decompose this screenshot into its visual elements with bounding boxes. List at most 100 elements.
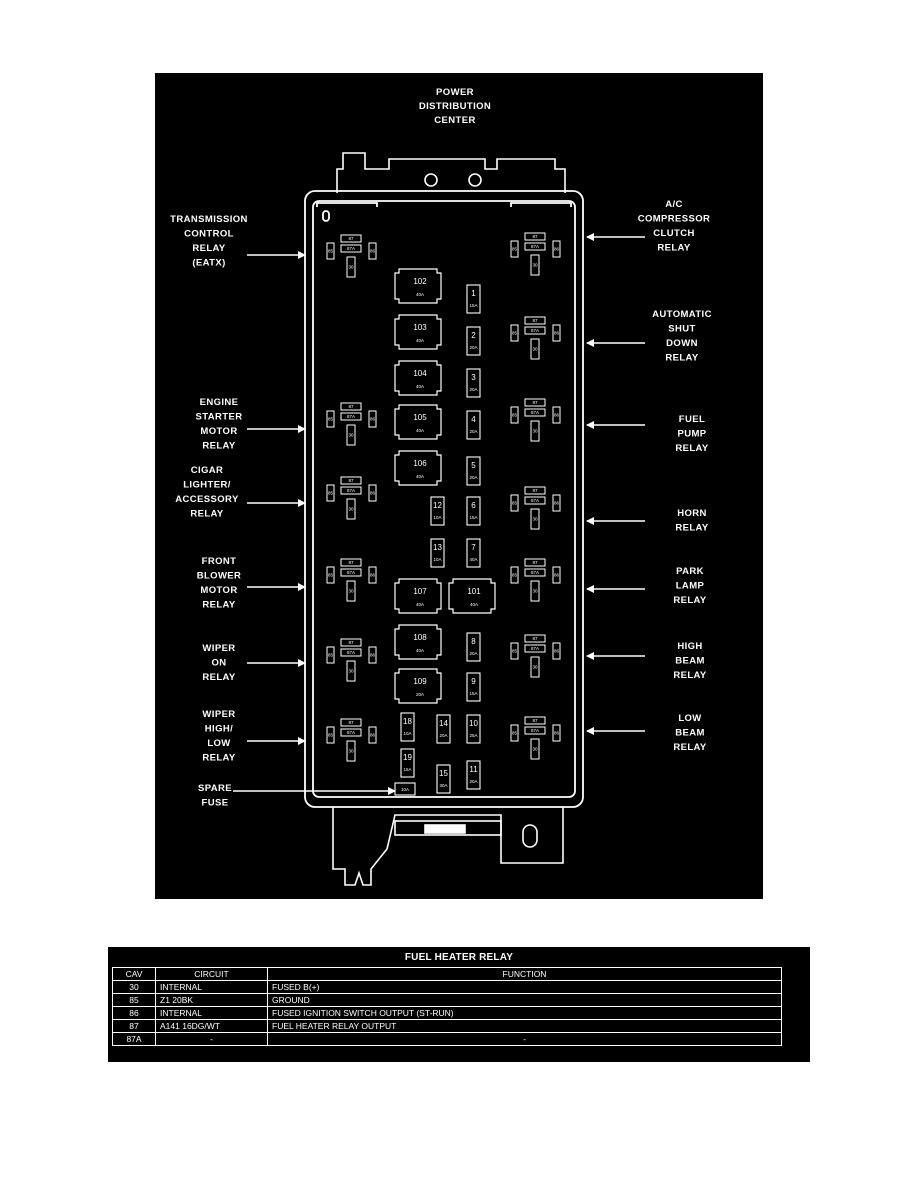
relay-pin-30-label: 30 <box>532 263 538 268</box>
label-line: COMPRESSOR <box>638 214 711 225</box>
cell-function: FUSED B(+) <box>267 980 782 994</box>
relay-pin-87-label: 87 <box>532 636 538 641</box>
relay-pin-87a-label: 87A <box>347 488 355 493</box>
diagram-title-line-3: CENTER <box>434 115 475 126</box>
label-line: LIGHTER/ <box>183 480 231 491</box>
relay-pin-85-label: 85 <box>512 573 518 578</box>
maxi-fuse-number: 101 <box>467 587 481 596</box>
label-line: (EATX) <box>192 258 225 269</box>
mini-fuse-body <box>466 632 481 662</box>
mini-fuse-rating: 15A <box>403 767 411 772</box>
label-line: RELAY <box>202 672 236 683</box>
relay-pin-30-terminal <box>346 498 356 520</box>
diagram-title-line-2: DISTRIBUTION <box>419 101 491 112</box>
cell-cav: 85 <box>112 993 156 1007</box>
mini-fuse-number: 12 <box>433 501 442 510</box>
spare-fuse: 10A <box>394 782 416 796</box>
header-function: FUNCTION <box>267 967 782 981</box>
label-line: HIGH <box>677 641 702 652</box>
label-line: ENGINE <box>200 397 239 408</box>
relay-pin-86-label: 86 <box>554 649 560 654</box>
relay-pin-87a-label: 87A <box>531 328 539 333</box>
callout-labels-layer: TRANSMISSIONCONTROLRELAY(EATX)ENGINESTAR… <box>170 199 711 809</box>
relay-pin-85-terminal <box>326 726 335 744</box>
relay-pin-87a-label: 87A <box>347 650 355 655</box>
relay-pin-86-terminal <box>368 484 377 502</box>
relay-pin-87-label: 87 <box>348 720 354 725</box>
maxi-fuse-body <box>394 450 442 486</box>
mini-fuse-body <box>466 760 481 790</box>
mini-fuse-body <box>466 326 481 356</box>
relay-pin-85-label: 85 <box>328 417 334 422</box>
maxi-fuse-number: 106 <box>413 459 427 468</box>
relay-pin-86-terminal <box>368 566 377 584</box>
label-line: STARTER <box>196 412 243 423</box>
relay-pin-87a-terminal <box>524 726 546 735</box>
relay-pin-85-terminal <box>326 410 335 428</box>
table-row: 87A - - <box>112 1032 782 1046</box>
relay-pin-87a-terminal <box>524 496 546 505</box>
relay-pin-85-terminal <box>326 566 335 584</box>
relay-pin-30-label: 30 <box>532 429 538 434</box>
label-line: PUMP <box>677 429 706 440</box>
relay-pin-86-label: 86 <box>370 417 376 422</box>
mini-fuse-rating: 30A <box>439 783 447 788</box>
relay-pin-30-terminal <box>346 740 356 762</box>
maxi-fuse-rating: 40A <box>416 292 424 297</box>
relay-pin-86-label: 86 <box>554 247 560 252</box>
spare-fuse-rating: 10A <box>401 787 409 792</box>
label-line: RELAY <box>202 600 236 611</box>
cell-cav: 30 <box>112 980 156 994</box>
relay-pin-85-label: 85 <box>512 413 518 418</box>
relay-pin-87a-terminal <box>524 644 546 653</box>
relay-pin-30-terminal <box>530 254 540 276</box>
mini-fuse-rating: 15A <box>469 515 477 520</box>
relay-pin-30-label: 30 <box>348 669 354 674</box>
label-line: SHUT <box>668 324 695 335</box>
label-line: CLUTCH <box>653 228 694 239</box>
label-line: BLOWER <box>197 571 242 582</box>
fuel-heater-relay-table: CAV CIRCUIT FUNCTION 30 INTERNAL FUSED B… <box>112 967 782 1046</box>
relay-pin-86-terminal <box>368 646 377 664</box>
relay-pin-87a-terminal <box>340 486 362 495</box>
mini-fuse-body <box>400 748 415 778</box>
maxi-fuse-number: 102 <box>413 277 427 286</box>
relay-pin-87-terminal <box>524 232 546 241</box>
label-line: ACCESSORY <box>175 494 239 505</box>
relay-pin-30-label: 30 <box>532 589 538 594</box>
mini-fuse-body <box>466 672 481 702</box>
relay-pin-87-label: 87 <box>532 318 538 323</box>
relay-pin-87-label: 87 <box>532 488 538 493</box>
label-line: RELAY <box>675 523 709 534</box>
relay-pin-86-label: 86 <box>370 249 376 254</box>
mini-fuse-body <box>400 712 415 742</box>
relay-pin-30-terminal <box>346 660 356 682</box>
relay-pin-86-label: 86 <box>370 653 376 658</box>
relay-pin-87a-terminal <box>524 568 546 577</box>
mini-fuse-number: 5 <box>471 461 476 470</box>
relay-pin-87a-terminal <box>524 242 546 251</box>
relay-pin-87a-label: 87A <box>347 570 355 575</box>
maxi-fuse-number: 105 <box>413 413 427 422</box>
relay-pin-87-terminal <box>524 634 546 643</box>
cell-cav: 87A <box>112 1032 156 1046</box>
maxi-fuse-body <box>394 404 442 440</box>
label-line: WIPER <box>202 643 235 654</box>
relay-pin-30-terminal <box>346 256 356 278</box>
maxi-fuse-body <box>394 314 442 350</box>
mini-fuse-number: 14 <box>439 719 448 728</box>
